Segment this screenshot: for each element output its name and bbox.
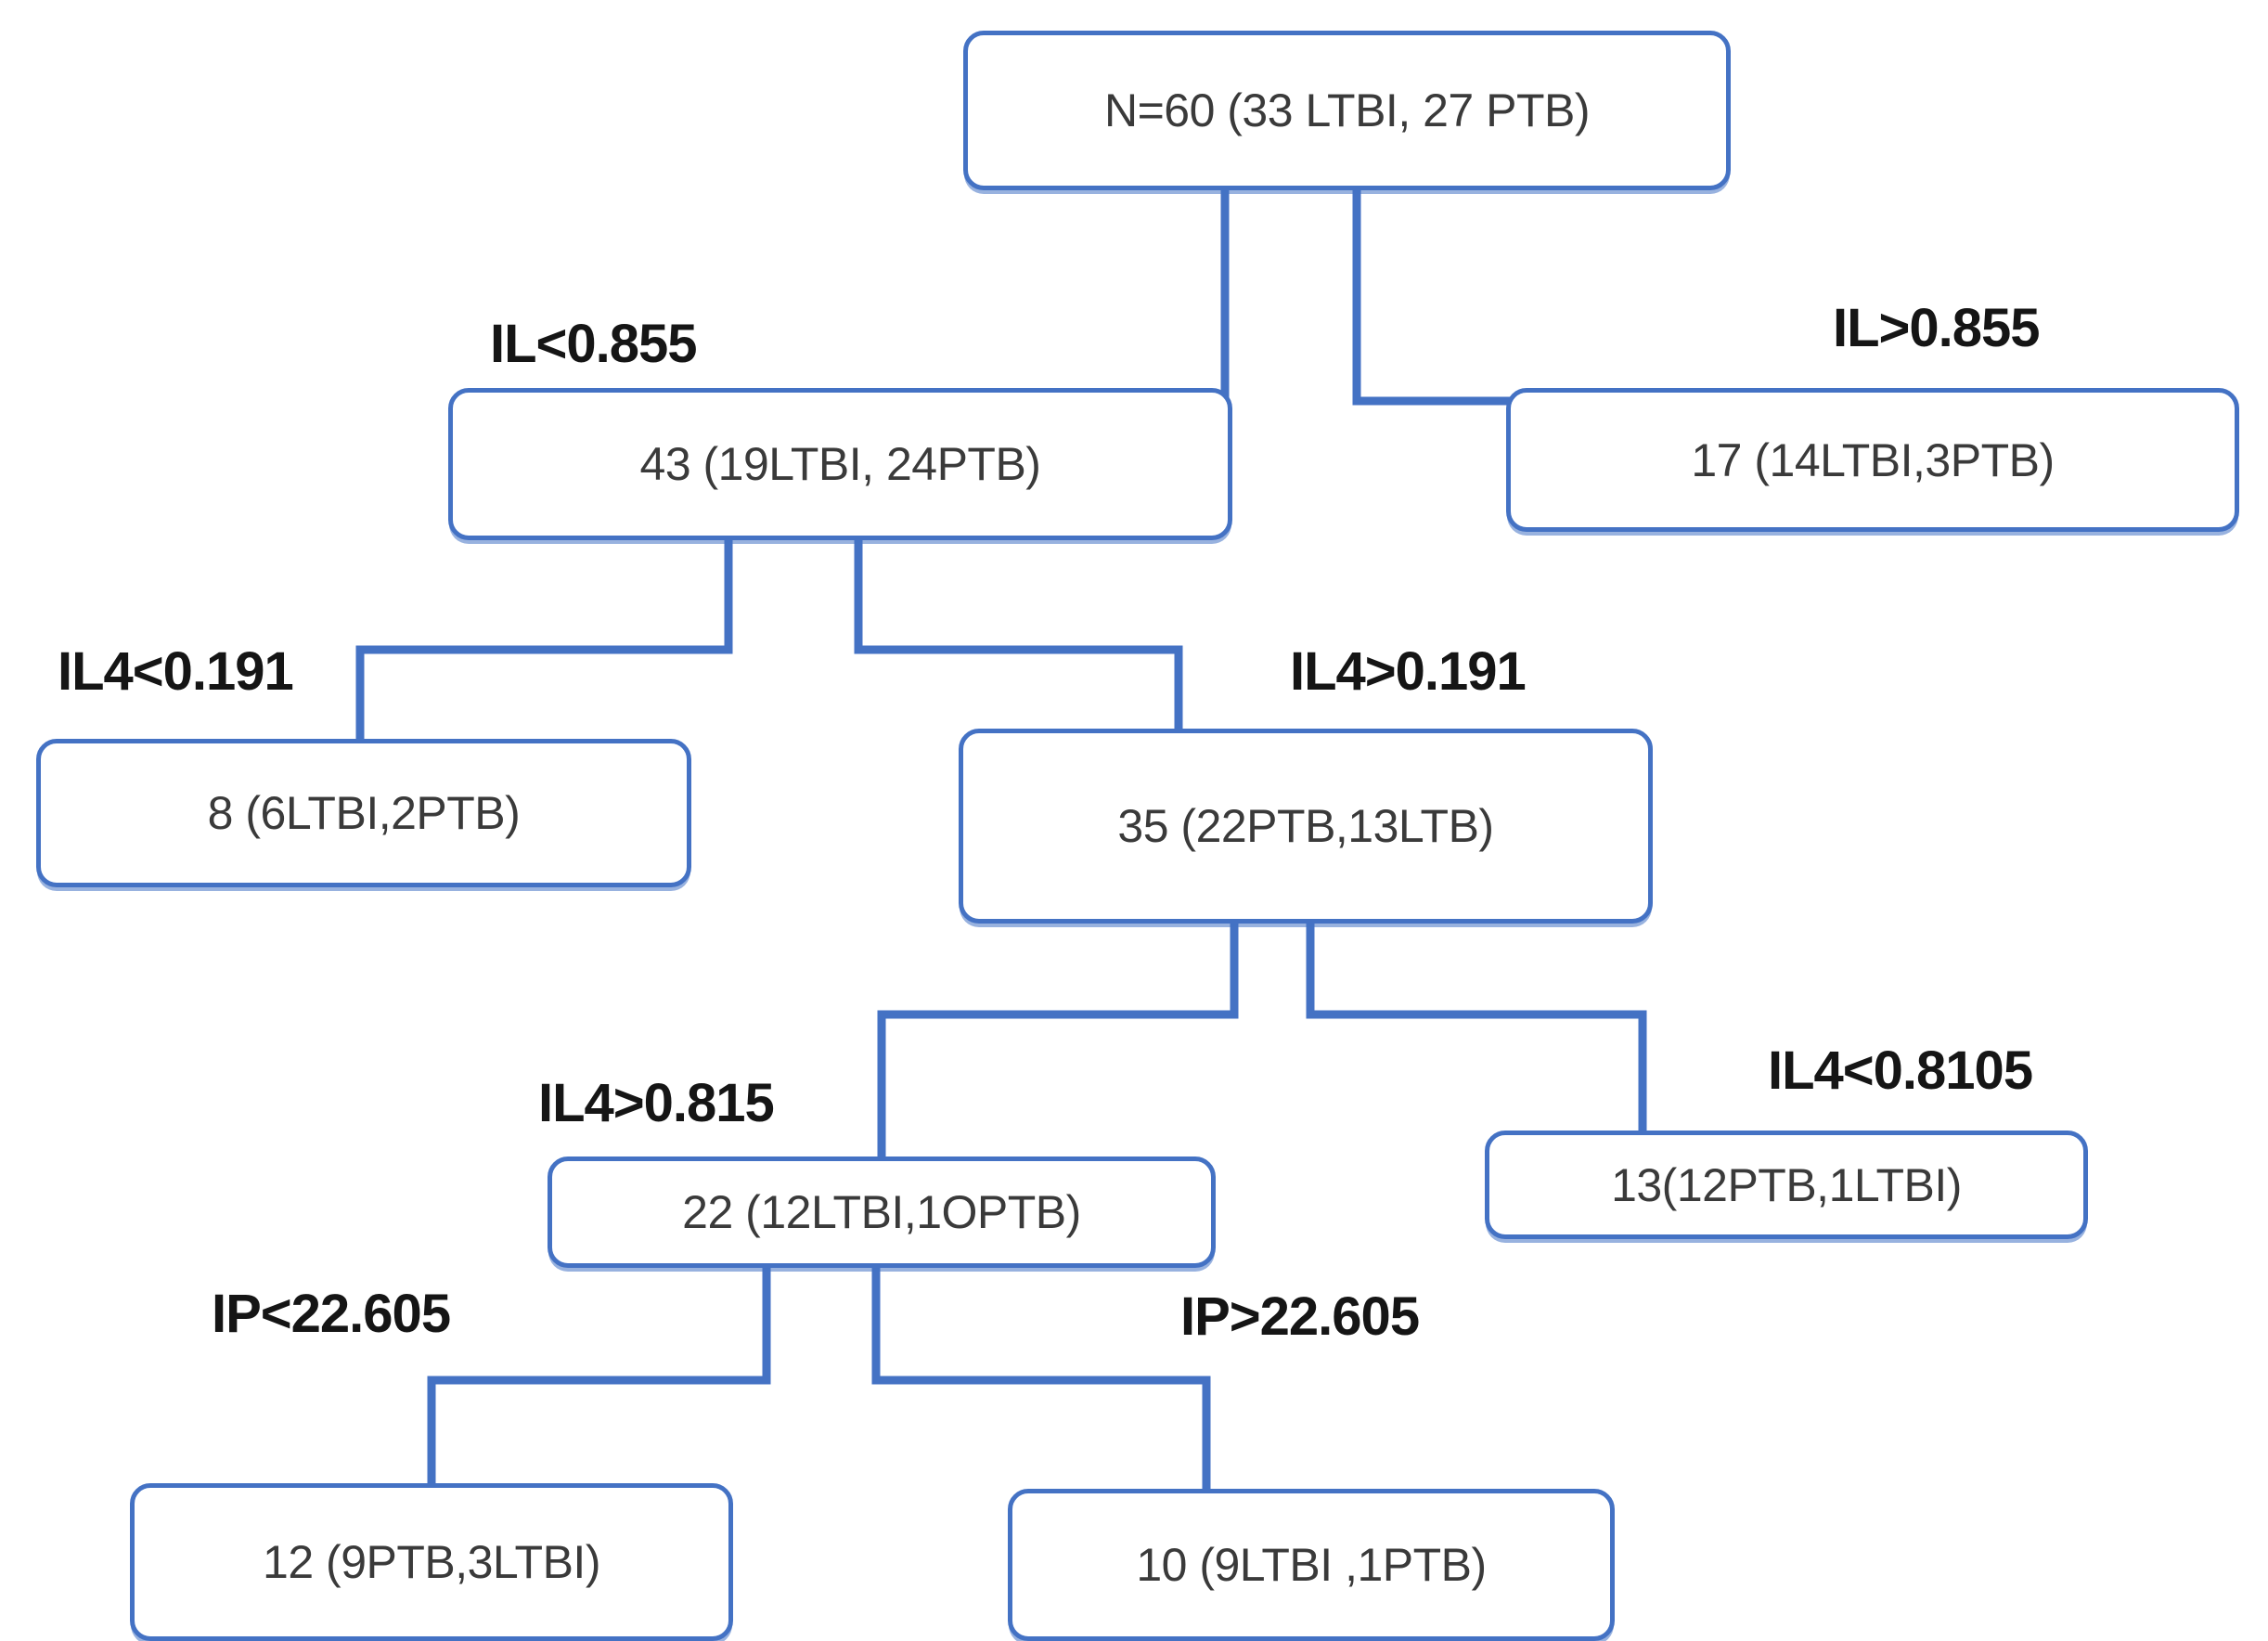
node-label: 22 (12LTBI,1OPTB) (682, 1186, 1081, 1238)
edge-path-n43-n35 (854, 540, 1183, 729)
node-label: 17 (14LTBI,3PTB) (1691, 433, 2055, 486)
tree-node-n35[interactable]: 35 (22PTB,13LTB) (959, 729, 1653, 924)
tree-node-root[interactable]: N=60 (33 LTBI, 27 PTB) (963, 31, 1731, 190)
edge-label-ip-gt-22605: IP>22.605 (1180, 1286, 1420, 1347)
node-label: 12 (9PTB,3LTBI) (263, 1536, 600, 1588)
tree-node-n22[interactable]: 22 (12LTBI,1OPTB) (548, 1156, 1216, 1268)
edge-path-root-n43 (838, 190, 1230, 406)
edge-path-n35-n22 (877, 924, 1239, 1156)
node-label: 10 (9LTBI ,1PTB) (1136, 1539, 1487, 1591)
edge-label-il4-gt-0815: IL4>0.815 (538, 1073, 775, 1133)
edge-label-il4-lt-08105: IL4<0.8105 (1768, 1040, 2033, 1101)
edge-path-n22-n12 (427, 1268, 771, 1483)
edge-label-il4-lt-0191: IL4<0.191 (58, 641, 294, 702)
node-label: 13(12PTB,1LTBI) (1611, 1158, 1962, 1211)
node-label: N=60 (33 LTBI, 27 PTB) (1103, 84, 1591, 136)
edge-label-il-lt-0855: IL<0.855 (490, 314, 698, 374)
edge-path-n35-n13 (1306, 924, 1647, 1131)
edge-label-ip-lt-22605: IP<22.605 (212, 1284, 451, 1344)
edge-label-il4-gt-0191: IL4>0.191 (1290, 641, 1527, 702)
tree-node-n43[interactable]: 43 (19LTBI, 24PTB) (448, 388, 1232, 540)
tree-node-n12[interactable]: 12 (9PTB,3LTBI) (130, 1483, 733, 1641)
node-label: 8 (6LTBI,2PTB) (207, 787, 521, 839)
edge-path-n22-n10 (871, 1268, 1211, 1489)
edge-label-il-gt-0855: IL>0.855 (1833, 298, 2041, 358)
tree-node-n10[interactable]: 10 (9LTBI ,1PTB) (1008, 1489, 1615, 1641)
edge-path-n43-n8 (355, 540, 733, 739)
tree-node-n17[interactable]: 17 (14LTBI,3PTB) (1506, 388, 2239, 532)
node-label: 35 (22PTB,13LTB) (1117, 800, 1494, 852)
node-label: 43 (19LTBI, 24PTB) (639, 438, 1041, 490)
tree-node-n13[interactable]: 13(12PTB,1LTBI) (1485, 1131, 2088, 1239)
edge-path-root-n17 (1352, 190, 1760, 406)
tree-node-n8[interactable]: 8 (6LTBI,2PTB) (36, 739, 691, 887)
